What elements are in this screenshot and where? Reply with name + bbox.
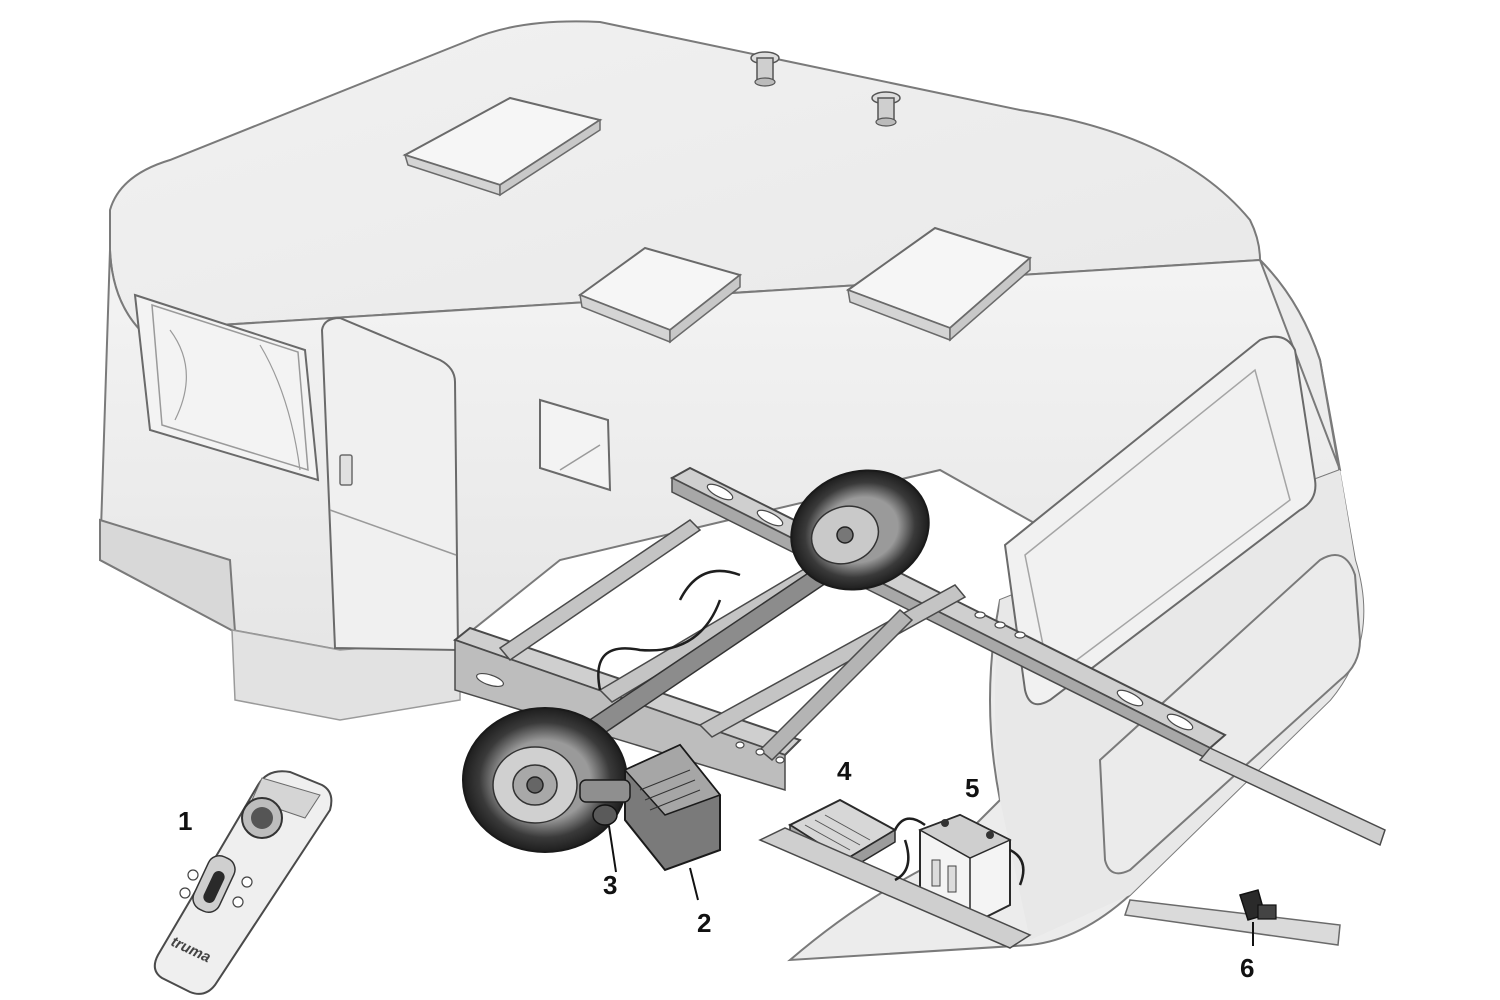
front-left-wheel [462, 707, 628, 853]
isolator-switch [1239, 889, 1277, 921]
drive-roller [592, 804, 618, 826]
callout-1: 1 [178, 806, 193, 836]
roof-fittings [402, 51, 1032, 344]
remote-control: truma [153, 770, 333, 995]
roof-skylight [402, 96, 603, 197]
side-vent-window [539, 398, 612, 492]
side-window-rear [133, 293, 320, 482]
mounting-plate [758, 827, 1032, 949]
wiring [597, 569, 1025, 886]
rear-right-wheel [790, 469, 930, 591]
front-window [1003, 335, 1317, 706]
roof-vent [750, 51, 780, 87]
callout-4: 4 [837, 756, 852, 786]
callout-5: 5 [965, 773, 980, 803]
entry-door [320, 316, 460, 652]
roof-vent [871, 91, 901, 127]
door-handle [339, 454, 353, 486]
callout-6: 6 [1240, 953, 1255, 983]
callout-2: 2 [697, 908, 712, 938]
roof-skylight [577, 246, 743, 344]
callout-3: 3 [603, 870, 618, 900]
drive-unit [579, 743, 722, 872]
remote-joystick [192, 854, 236, 914]
roof-skylight [845, 226, 1032, 342]
leader-lines [608, 825, 1254, 946]
front-lower-panel [1098, 554, 1362, 875]
